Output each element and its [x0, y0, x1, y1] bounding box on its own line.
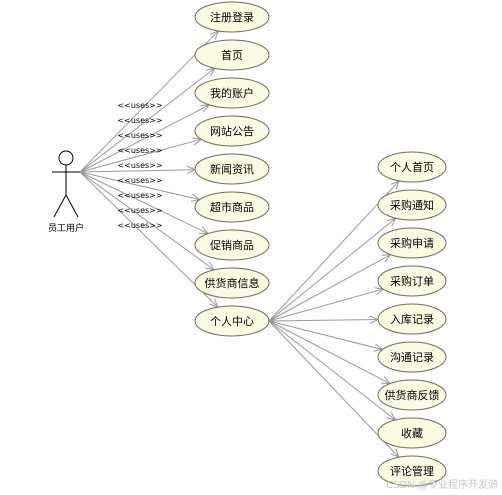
uses-stereotype-label: <<uses>> — [117, 221, 162, 230]
use-case-primary-4-label: 新闻资讯 — [210, 162, 254, 176]
actor-right-leg — [65, 194, 79, 218]
hub-line-8 — [268, 320, 400, 458]
hub-line-7 — [268, 320, 396, 421]
use-case-sub-8-label: 评论管理 — [390, 464, 434, 478]
uses-stereotype-label: <<uses>> — [117, 191, 162, 200]
use-case-primary-0-ellipse — [194, 1, 270, 33]
use-case-sub-1-ellipse — [377, 189, 447, 221]
use-case-sub-6-ellipse — [377, 379, 447, 411]
hub-line-3 — [268, 288, 384, 322]
use-case-sub-7-ellipse — [377, 417, 447, 449]
use-case-primary-2-label: 我的账户 — [210, 86, 254, 100]
use-case-primary-5-label: 超市商品 — [210, 200, 254, 214]
use-case-primary-0[interactable]: 注册登录 — [194, 1, 270, 33]
use-case-primary-8-ellipse — [194, 305, 270, 337]
use-case-sub-8[interactable]: 评论管理 — [377, 455, 447, 487]
stereotype-labels: <<uses>> <<uses>> <<uses>> <<uses>> <<uses>>… — [117, 101, 162, 230]
use-case-sub-4-label: 入库记录 — [390, 313, 434, 326]
use-case-primary-4[interactable]: 新闻资讯 — [194, 153, 270, 185]
use-case-primary-8[interactable]: 个人中心 — [194, 305, 270, 337]
hub-line-0 — [268, 180, 400, 322]
use-case-sub-2-label: 采购申请 — [390, 236, 434, 250]
use-case-primary-7-ellipse — [194, 267, 270, 299]
use-case-sub-7[interactable]: 收藏 — [377, 417, 447, 449]
use-case-sub-7-label: 收藏 — [401, 426, 423, 440]
actor-left-leg — [53, 194, 67, 218]
use-case-primary-8-label: 个人中心 — [210, 315, 254, 328]
use-case-sub-5-ellipse — [377, 341, 447, 373]
use-case-sub-5-label: 沟通记录 — [390, 351, 434, 364]
use-case-sub-3-ellipse — [377, 265, 447, 297]
use-case-primary-6[interactable]: 促销商品 — [194, 229, 270, 261]
uses-line-4 — [79, 169, 196, 173]
hub-line-6 — [268, 320, 391, 385]
uses-line-6 — [79, 171, 209, 234]
use-case-sub-3-label: 采购订单 — [390, 274, 434, 288]
watermark: CSDN @专业程序开发源 — [386, 478, 498, 491]
actor-employee-user[interactable]: 员工用户 — [48, 150, 84, 234]
use-case-primary-7[interactable]: 供货商信息 — [194, 267, 270, 299]
uses-stereotype-label: <<uses>> — [117, 131, 162, 140]
uses-line-7 — [79, 171, 215, 271]
use-case-sub-4[interactable]: 入库记录 — [377, 303, 447, 335]
uses-line-5 — [79, 171, 200, 201]
use-case-sub-2-ellipse — [377, 227, 447, 259]
use-case-sub-0[interactable]: 个人首页 — [377, 151, 447, 183]
use-case-primary-7-label: 供货商信息 — [205, 276, 260, 290]
use-case-sub-1-label: 采购通知 — [390, 198, 434, 212]
use-case-primary-3[interactable]: 网站公告 — [194, 115, 270, 147]
use-case-sub-5[interactable]: 沟通记录 — [377, 341, 447, 373]
uses-stereotype-label: <<uses>> — [117, 176, 162, 185]
use-case-sub-8-ellipse — [377, 455, 447, 487]
use-case-sub-6[interactable]: 供货商反馈 — [377, 379, 447, 411]
uses-stereotype-label: <<uses>> — [117, 101, 162, 110]
uses-line-1 — [79, 67, 216, 173]
use-case-primary-1[interactable]: 首页 — [194, 39, 270, 71]
uses-stereotype-label: <<uses>> — [117, 116, 162, 125]
uses-stereotype-label: <<uses>> — [117, 161, 162, 170]
use-case-primary-1-ellipse — [194, 39, 270, 71]
use-case-sub-0-label: 个人首页 — [390, 160, 434, 174]
use-case-primary-6-ellipse — [194, 229, 270, 261]
use-case-primary-1-label: 首页 — [221, 48, 243, 62]
use-case-primary-4-ellipse — [194, 153, 270, 185]
uses-stereotype-label: <<uses>> — [117, 206, 162, 215]
use-case-primary-3-label: 网站公告 — [210, 124, 254, 138]
uses-line-3 — [79, 138, 202, 173]
use-case-primary-0-label: 注册登录 — [210, 10, 254, 24]
actor-head — [58, 150, 74, 166]
use-case-sub-6-label: 供货商反馈 — [385, 388, 440, 402]
use-case-primary-5[interactable]: 超市商品 — [194, 191, 270, 223]
use-case-sub-1[interactable]: 采购通知 — [377, 189, 447, 221]
actor-label: 员工用户 — [48, 222, 84, 234]
hub-line-1 — [268, 217, 397, 322]
use-case-sub-2[interactable]: 采购申请 — [377, 227, 447, 259]
use-case-sub-4-ellipse — [377, 303, 447, 335]
hub-line-2 — [268, 254, 391, 322]
use-case-sub-3[interactable]: 采购订单 — [377, 265, 447, 297]
hub-line-2-arrowhead — [381, 254, 392, 263]
hub-line-5 — [268, 320, 383, 351]
association-lines — [79, 30, 400, 459]
use-case-primary-6-label: 促销商品 — [210, 238, 254, 252]
uses-line-2 — [79, 104, 210, 173]
use-case-primary-5-ellipse — [194, 191, 270, 223]
hub-line-4 — [268, 318, 379, 322]
use-case-primary-3-ellipse — [194, 115, 270, 147]
use-case-primary-2-ellipse — [194, 77, 270, 109]
uses-stereotype-label: <<uses>> — [117, 146, 162, 155]
use-case-primary-2[interactable]: 我的账户 — [194, 77, 270, 109]
use-case-sub-0-ellipse — [377, 151, 447, 183]
